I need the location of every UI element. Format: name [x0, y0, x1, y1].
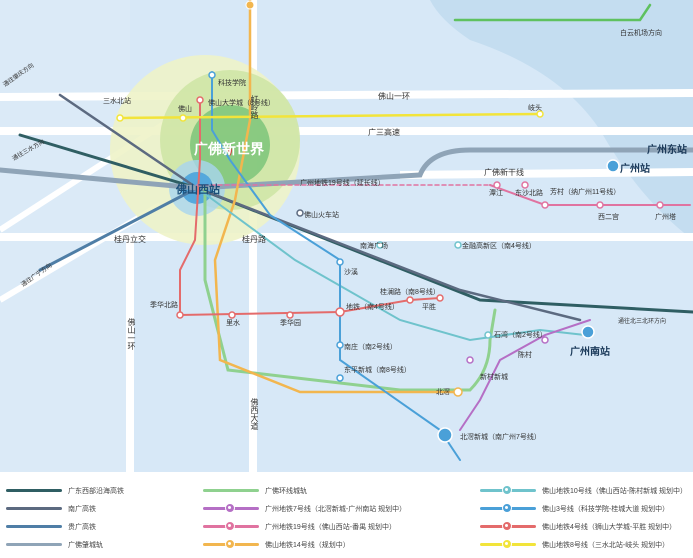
nanguang-hsr-line: [58, 93, 582, 322]
legend-item-10: 佛山地铁4号线（狮山大学城-平胜 规划中）: [480, 520, 676, 534]
road-yihuan-top: 佛山一环: [378, 92, 410, 101]
station-shaxi[interactable]: 沙溪: [344, 269, 358, 276]
legend-item-6: 广州地铁19号线（佛山西站-番禺 规划中）: [203, 520, 396, 534]
guangzhou-south-label[interactable]: 广州南站: [570, 347, 610, 358]
road-guangsan: 广三高速: [368, 128, 400, 137]
station-dots: [116, 71, 664, 397]
legend-item-0: 广东西部沿海高铁: [6, 484, 124, 498]
station-tanjiang[interactable]: 潭江: [489, 190, 503, 197]
legend-item-7: 佛山地铁14号线（规划中）: [203, 538, 350, 552]
line-19-ext-label: 广州地铁19号线（延长线）: [300, 180, 385, 187]
sanshuibei-label[interactable]: 三水北站: [103, 98, 131, 105]
line-3: [211, 71, 461, 461]
station-jiexin[interactable]: 季华北路: [150, 302, 178, 309]
legend-item-11: 佛山地铁8号线（三水北站-岐头 规划中）: [480, 538, 669, 552]
legend-item-5: 广州地铁7号线（北滘新城-广州南站 规划中）: [203, 502, 406, 516]
map-canvas[interactable]: 广佛新世界 佛山西站 广州南站 广州站 广州东站 佛山火车站 三水北站 佛山一环…: [0, 0, 693, 472]
station-beijiao-xin[interactable]: 北滘新城（南广州7号线）: [460, 434, 541, 441]
station-liyuan[interactable]: 里水: [226, 320, 240, 327]
road-guangfo-xingan: 广佛新干线: [484, 168, 524, 177]
station-fangshan[interactable]: 佛山: [178, 106, 192, 113]
road-hongling: 虹岭路: [250, 95, 259, 119]
legend-item-9: 佛山3号线（科技学院-桂城大道 规划中）: [480, 502, 669, 516]
station-dishan[interactable]: 地铁（南4号线）: [346, 304, 399, 311]
line-14-top-badge: [245, 0, 255, 10]
guangzhou-east-label[interactable]: 广州东站: [647, 145, 687, 156]
station-nanzhuang[interactable]: 南庄（南2号线）: [344, 344, 397, 351]
to-zhaoqing-label: 通往肇庆方向: [2, 62, 36, 89]
highlight-label[interactable]: 广佛新世界: [194, 141, 264, 157]
station-foshan-univ[interactable]: 佛山大学城（8号线）: [208, 100, 275, 107]
station-jiaokou[interactable]: 东沙北路: [515, 190, 543, 197]
airport-label[interactable]: 白云机场方向: [620, 30, 662, 37]
line-4: [179, 99, 441, 317]
legend-item-8: 佛山地铁10号线（佛山西站-陈村新城 规划中）: [480, 484, 687, 498]
station-xinyuan[interactable]: 西二宫: [598, 214, 619, 221]
station-jinshan[interactable]: 金融高新区（南4号线）: [462, 243, 536, 250]
station-nanhaiguangchang[interactable]: 南海广场: [360, 243, 388, 250]
station-fangcun[interactable]: 芳村（纳广州11号线）: [550, 189, 621, 196]
guangzhou-station-label[interactable]: 广州站: [620, 164, 650, 175]
road-foxi: 佛西大道: [250, 398, 259, 430]
guangzhou-south-badge: [581, 325, 595, 339]
to-nanhai-label: 通往北三北环方向: [618, 319, 667, 325]
guiguang-hsr-line: [38, 186, 199, 272]
legend-item-4: 广佛环线城轨: [203, 484, 307, 498]
river-area: [430, 0, 693, 240]
legend: 广东西部沿海高铁 南广高铁 贵广高铁 广佛肇城轨 广佛环线城轨 广州地铁7号线（…: [0, 472, 693, 558]
to-sanshui-label: 通往三水方向: [11, 139, 46, 163]
station-shishan[interactable]: 石湾（南2号线）: [494, 332, 547, 339]
map-svg: [0, 0, 693, 472]
line-10: [196, 187, 586, 342]
airport-line: [453, 3, 652, 22]
station-lansh[interactable]: 桂澜路（南8号线）: [380, 289, 440, 296]
line-7: [459, 319, 591, 431]
beijiao-xin-badge: [437, 427, 453, 443]
rail-lines: [0, 0, 693, 461]
station-bantou[interactable]: 岐头: [528, 105, 542, 112]
station-jihua[interactable]: 季华园: [280, 320, 301, 327]
station-dongping[interactable]: 东平新城（南8号线）: [344, 367, 411, 374]
legend-item-3: 广佛肇城轨: [6, 538, 103, 552]
legend-item-2: 贵广高铁: [6, 520, 96, 534]
line-14: [213, 0, 462, 394]
station-chencun[interactable]: 陈村: [518, 352, 532, 359]
guangzhou-station-badge: [606, 159, 620, 173]
gfz-intercity-line: [0, 147, 693, 191]
foshan-rail-label[interactable]: 佛山火车站: [304, 212, 339, 219]
highlight-pin-icon: [228, 147, 232, 156]
road-guidan: 桂丹路: [242, 235, 266, 244]
station-pingsheng[interactable]: 平胜: [422, 304, 436, 311]
line-8: [118, 112, 542, 120]
road-yihuan-left: 佛山一环: [127, 318, 136, 350]
station-guangzhou2[interactable]: 广州塔: [655, 214, 676, 221]
foshan-west-label[interactable]: 佛山西站: [176, 184, 220, 196]
station-kejixueyuan[interactable]: 科技学院: [218, 80, 246, 87]
station-xingjiao[interactable]: 新村新城: [480, 374, 508, 381]
ring-intercity-line: [203, 186, 497, 392]
legend-item-1: 南广高铁: [6, 502, 96, 516]
to-guangning-label: 通往广宁方向: [20, 262, 54, 289]
road-guidan-interchange: 桂丹立交: [114, 235, 146, 244]
station-beijiao[interactable]: 北滘: [436, 389, 450, 396]
